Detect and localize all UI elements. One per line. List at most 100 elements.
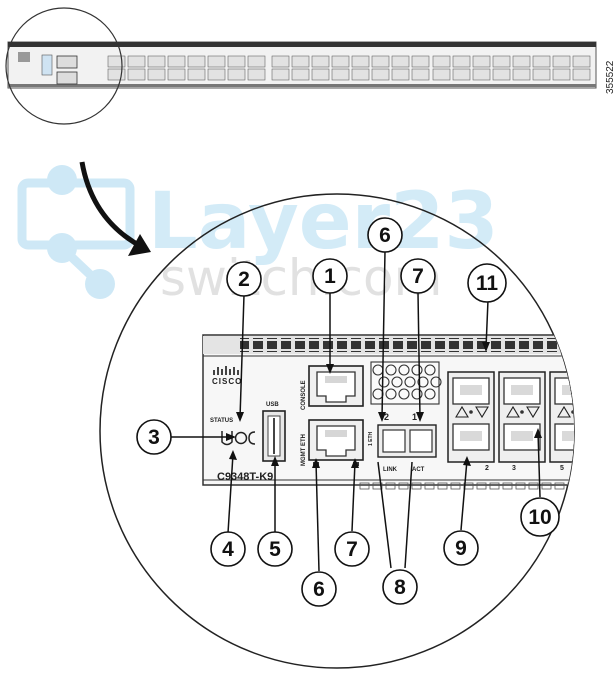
down-led-icon — [475, 406, 489, 419]
overview-port — [147, 55, 166, 68]
figure-id: 355522 — [605, 60, 615, 94]
callout-number: 4 — [222, 538, 234, 561]
overview-port — [207, 68, 226, 81]
up-led-icon — [506, 405, 520, 418]
overview-port — [532, 68, 551, 81]
down-led-icon — [578, 407, 590, 417]
callout-2: 2 — [226, 261, 262, 297]
overview-port — [391, 55, 410, 68]
watermark-sub: switch.com — [160, 249, 442, 307]
watermark: Layer23 switch.com — [17, 165, 499, 307]
link-label: LINK — [383, 467, 398, 473]
leader-arrowheads — [226, 342, 542, 468]
overview-port — [311, 68, 330, 81]
overview-port — [187, 68, 206, 81]
status-led-icons — [221, 431, 256, 446]
overview-port — [127, 68, 146, 81]
overview-port — [411, 55, 430, 68]
overview-port — [227, 68, 246, 81]
callout-7b: 7 — [334, 531, 370, 567]
overview-port — [291, 68, 310, 81]
overview-port — [512, 55, 531, 68]
data-port — [503, 377, 541, 405]
overview-port — [167, 68, 186, 81]
overview-port — [411, 68, 430, 81]
leader-lines — [171, 250, 541, 572]
console-port — [308, 365, 364, 407]
overview-port — [187, 55, 206, 68]
overview-port — [472, 68, 491, 81]
callout-number: 3 — [148, 426, 160, 449]
eth-small-label: 1 ETH — [368, 431, 374, 446]
overview-port — [432, 68, 451, 81]
overview-port — [492, 55, 511, 68]
callout-11: 11 — [467, 263, 507, 303]
usb-label: USB — [266, 402, 279, 408]
zoom-arrow-icon — [79, 161, 151, 256]
overview-port — [127, 55, 146, 68]
overview-port — [552, 55, 571, 68]
cisco-logo-icon: CISCO — [212, 366, 242, 386]
mgmt-label: MGMT ETH — [301, 434, 307, 466]
mgmt-ethernet-port — [308, 419, 364, 466]
overview-port-grid — [107, 55, 591, 81]
callout-1: 1 — [312, 258, 348, 294]
overview-port — [452, 68, 471, 81]
overview-port — [512, 68, 531, 81]
overview-port — [167, 55, 186, 68]
callout-number: 7 — [412, 265, 424, 288]
callout-number: 11 — [476, 272, 499, 295]
overview-port — [271, 55, 290, 68]
overview-port — [227, 55, 246, 68]
overview-port — [572, 68, 591, 81]
up-led-icon — [455, 405, 469, 418]
svg-text:1: 1 — [412, 412, 417, 422]
callout-10: 10 — [520, 497, 560, 537]
sfp-mgmt-ports: 2 1 — [377, 412, 437, 458]
overview-port — [207, 55, 226, 68]
port-num-5: 5 — [560, 465, 564, 472]
data-port — [554, 377, 574, 405]
overview-port — [572, 55, 591, 68]
down-led-icon — [526, 406, 540, 419]
callout-7a: 7 — [400, 258, 436, 294]
callout-number: 9 — [455, 537, 467, 560]
overview-port — [247, 68, 266, 81]
watermark-brand: Layer23 — [148, 177, 499, 267]
callout-8: 8 — [382, 569, 418, 605]
vent-block — [370, 361, 442, 405]
callout-number: 6 — [313, 578, 325, 601]
switch-overview: 355522 — [7, 41, 615, 94]
console-label: CONSOLE — [301, 380, 307, 410]
up-led-icon — [557, 405, 571, 418]
overview-port — [351, 55, 370, 68]
callout-6b: 6 — [301, 571, 337, 607]
port-num-3: 3 — [512, 465, 516, 472]
callout-9: 9 — [443, 530, 479, 566]
overview-port — [532, 55, 551, 68]
callout-4: 4 — [210, 531, 246, 567]
callout-number: 10 — [528, 506, 551, 529]
overview-port — [247, 55, 266, 68]
port-num-2: 2 — [485, 465, 489, 472]
usb-port — [262, 410, 286, 462]
overview-port — [331, 55, 350, 68]
overview-port — [391, 68, 410, 81]
callout-number: 2 — [238, 268, 250, 291]
overview-port — [552, 68, 571, 81]
overview-port — [492, 68, 511, 81]
overview-port — [351, 68, 370, 81]
overview-port — [472, 55, 491, 68]
overview-port — [452, 55, 471, 68]
overview-port — [371, 68, 390, 81]
data-port-modules — [447, 371, 590, 463]
overview-port — [147, 68, 166, 81]
callout-3: 3 — [136, 419, 172, 455]
cisco-logo-text: CISCO — [212, 377, 242, 386]
overview-port — [291, 55, 310, 68]
callout-6a: 6 — [367, 217, 403, 253]
callout-number: 8 — [394, 576, 406, 599]
svg-text:2: 2 — [384, 412, 389, 422]
act-label: ACT — [412, 467, 425, 473]
